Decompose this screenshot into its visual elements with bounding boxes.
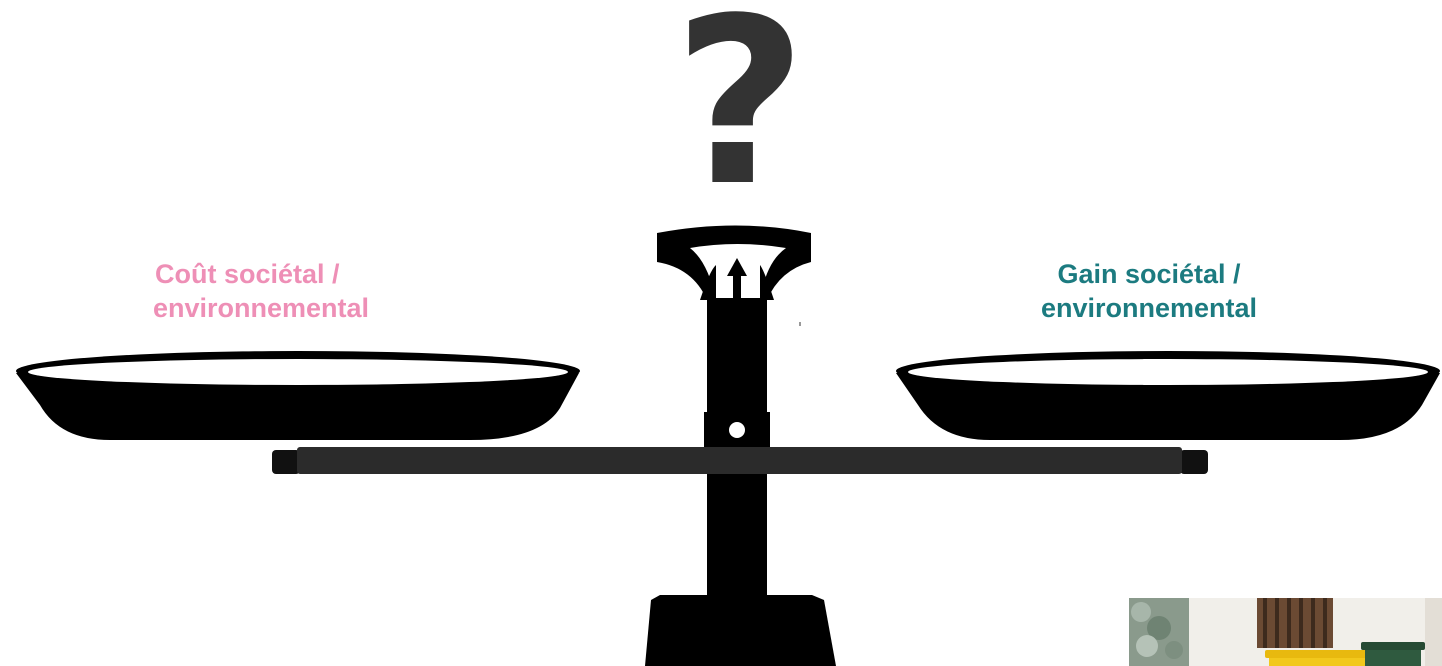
societal-gain-label: Gain sociétal / environnemental — [1041, 257, 1257, 325]
societal-cost-line2: environnemental — [153, 291, 369, 325]
question-mark-icon: ? — [673, 0, 806, 237]
societal-gain-line2: environnemental — [1041, 291, 1257, 325]
recycling-bins-photo — [1129, 598, 1442, 666]
societal-gain-line1: Gain sociétal / — [1041, 257, 1257, 291]
societal-cost-line1: Coût sociétal / — [153, 257, 369, 291]
scale-stand — [645, 226, 836, 666]
decorative-dot — [799, 322, 801, 326]
societal-cost-label: Coût sociétal / environnemental — [153, 257, 369, 325]
scale-beam — [297, 447, 1182, 474]
